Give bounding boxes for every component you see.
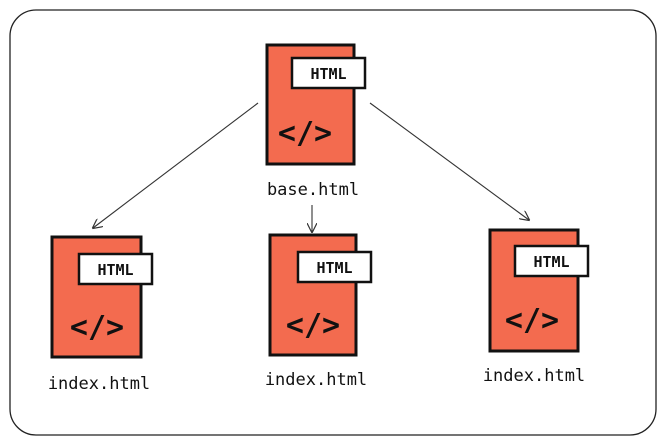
- arrow-base-to-index-right: [369, 102, 529, 220]
- file-name-label: base.html: [267, 180, 359, 200]
- html-tag-box: [296, 250, 373, 284]
- code-icon: </>: [286, 308, 340, 343]
- file-node-index-left: HTML </> index.html: [48, 235, 154, 394]
- html-tag-label: HTML: [310, 65, 346, 83]
- edges: [93, 102, 529, 232]
- html-tag-box: [77, 252, 154, 286]
- html-tag-label: HTML: [533, 253, 569, 271]
- code-icon: </>: [278, 116, 332, 151]
- html-tag-box: [513, 244, 590, 278]
- file-name-label: index.html: [48, 374, 150, 394]
- file-node-index-right: HTML </> index.html: [483, 228, 590, 386]
- code-icon: </>: [70, 310, 124, 345]
- file-node-index-center: HTML </> index.html: [265, 233, 373, 390]
- html-tag-label: HTML: [97, 261, 133, 279]
- html-tag-box: [290, 56, 367, 90]
- file-name-label: index.html: [483, 366, 585, 386]
- file-name-label: index.html: [265, 370, 367, 390]
- arrow-base-to-index-left: [93, 102, 259, 228]
- html-tag-label: HTML: [316, 259, 352, 277]
- code-icon: </>: [505, 303, 559, 338]
- file-node-base: HTML </> base.html: [265, 43, 367, 200]
- diagram-frame: [9, 9, 657, 436]
